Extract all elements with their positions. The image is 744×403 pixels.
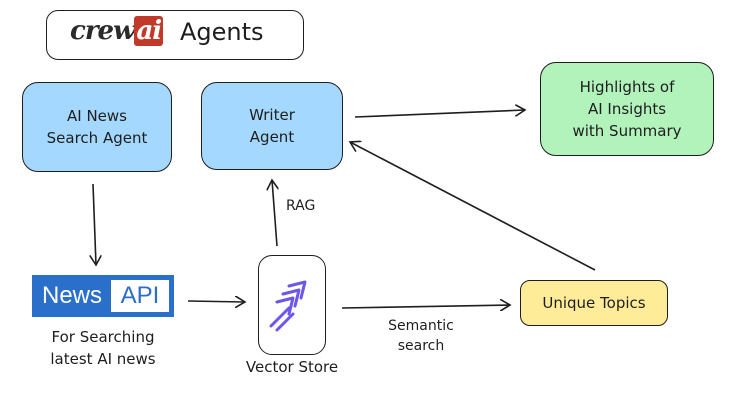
vector-store-node [258, 255, 326, 355]
semantic-search-label: Semantic search [388, 318, 454, 354]
crewai-logo: crewai [70, 16, 164, 46]
edge-search-to-newsapi [93, 183, 96, 265]
newsapi-caption: For Searching latest AI news [50, 328, 156, 368]
vector-store-caption: Vector Store [245, 358, 339, 376]
page-title: Agents [180, 18, 264, 46]
edge-vector-to-topics [341, 305, 510, 308]
brand-crew: crew [70, 16, 135, 46]
newsapi-logo: News API [32, 275, 174, 317]
brand-ai: ai [134, 16, 164, 46]
title-box [46, 10, 304, 60]
edge-writer-to-highlights [354, 110, 525, 118]
newsapi-news-text: News [41, 282, 102, 309]
writer-agent-node: Writer Agent [201, 82, 343, 170]
edge-newsapi-to-vector [187, 301, 245, 302]
edge-topics-to-writer [350, 142, 596, 271]
edge-vector-to-writer [272, 180, 277, 247]
highlights-node: Highlights of AI Insights with Summary [540, 62, 714, 156]
newsapi-api-text: API [111, 280, 169, 312]
rag-label: RAG [286, 198, 316, 214]
search-agent-node: AI News Search Agent [22, 82, 172, 172]
vector-store-icon [269, 280, 307, 332]
unique-topics-node: Unique Topics [520, 280, 668, 326]
